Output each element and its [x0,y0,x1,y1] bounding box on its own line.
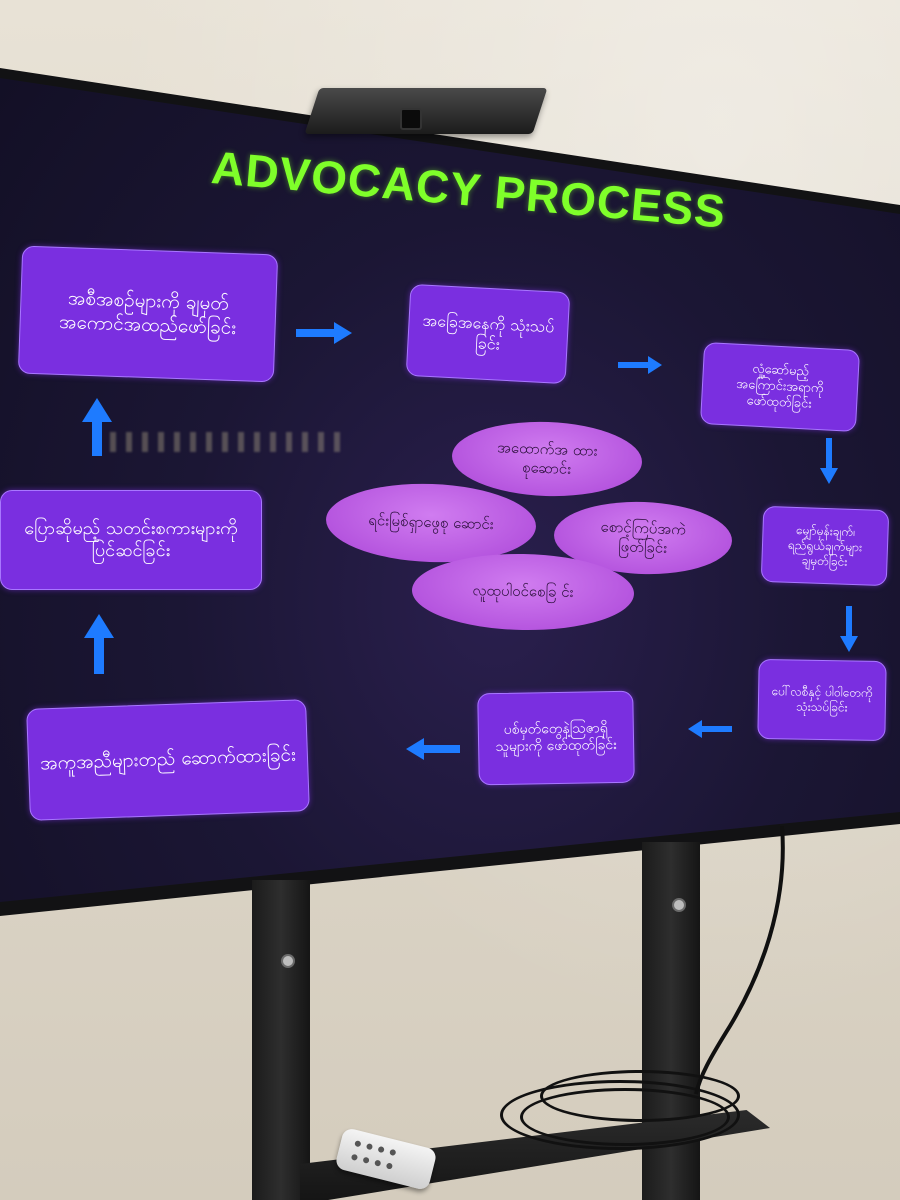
ellipse-label: စောင့်ကြပ်အကဲ ဖြတ်ခြင်း [600,517,687,557]
step-identify-targets: ပစ်မှတ်တွေနဲ့ဩဇာရှိသူများကို ဖော်ထုတ်ခြင… [477,690,635,786]
step-label: အစီအစဉ်များကို ချမှတ်အကောင်အထည်ဖော်ခြင်း [58,287,237,340]
step-build-support: အကူအညီများတည် ဆောက်ထားခြင်း [26,699,310,821]
webcam-icon [304,88,548,134]
step-label: မျှော်မှန်းချက်၊ ရည်ရွယ်ချက်များ ချမှတ်ခ… [787,522,863,569]
cable-icon [690,826,800,1096]
step-analyze-policy: ပေါ်လစီနှင့် ပါဝါတေကို သုံးသပ်ခြင်း [757,658,887,742]
step-label: အခြေအနေကို သုံးသပ်ခြင်း [422,310,555,354]
arrow-down-icon [840,606,858,652]
arrow-down-icon [820,438,838,484]
bolt-icon [672,898,686,912]
step-label: ပြောဆိုမည့် သတင်းစကားများကို ပြင်ဆင်ခြင်… [24,517,238,562]
stand-post-left [252,880,310,1200]
arrow-left-icon [406,738,460,760]
step-analyze-situation: အခြေအနေကို သုံးသပ်ခြင်း [405,283,571,385]
step-identify-issue: လှုံ့ဆော်မည့် အကြောင်းအရာကို ဖော်ထုတ်ခြင… [699,341,861,433]
step-prepare-message: ပြောဆိုမည့် သတင်းစကားများကို ပြင်ဆင်ခြင်… [0,490,262,590]
step-set-goals: မျှော်မှန်းချက်၊ ရည်ရွယ်ချက်များ ချမှတ်ခ… [760,505,890,587]
step-implement-plan: အစီအစဉ်များကို ချမှတ်အကောင်အထည်ဖော်ခြင်း [17,245,279,383]
arrow-right-icon [618,356,662,374]
ellipse-label: ရင်းမြစ်ရှာဖွေစု ဆောင်း [368,511,494,534]
cable-coil-icon [540,1070,740,1122]
step-label: ပစ်မှတ်တွေနဲ့ဩဇာရှိသူများကို ဖော်ထုတ်ခြင… [495,719,617,756]
screen-reflection [110,432,340,452]
step-label: အကူအညီများတည် ဆောက်ထားခြင်း [39,743,297,775]
step-label: လှုံ့ဆော်မည့် အကြောင်းအရာကို ဖော်ထုတ်ခြင… [735,361,825,412]
ellipse-label: အထောက်အ ထားစုဆောင်း [496,437,598,478]
arrow-left-icon [688,720,732,738]
step-label: ပေါ်လစီနှင့် ပါဝါတေကို သုံးသပ်ခြင်း [771,684,873,715]
bolt-icon [281,954,295,968]
arrow-up-icon [82,398,112,456]
camera-lens-icon [400,108,422,130]
ellipse-label: လူထုပါဝင်စေခြ င်း [472,581,574,602]
arrow-up-icon [84,614,114,674]
arrow-right-icon [296,322,352,344]
